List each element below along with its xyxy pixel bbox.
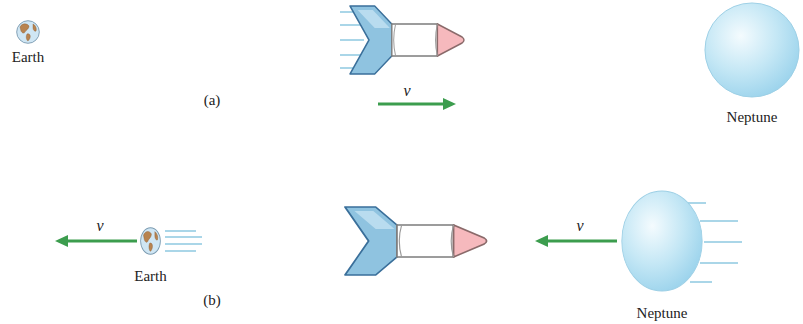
planet-name: Neptune [727, 110, 778, 125]
globe [141, 228, 161, 254]
motion-lines [165, 231, 202, 251]
node-outline [16, 20, 40, 44]
velocity-label: v [96, 218, 103, 234]
velocity-arrow [55, 235, 137, 247]
planet-node: Neptune [621, 190, 703, 292]
earth-globe: Earth [16, 20, 40, 44]
earth-globe: Earth [140, 227, 161, 255]
continent [149, 243, 153, 251]
globe [17, 21, 40, 44]
planet-name: Earth [12, 50, 44, 65]
node-outline [140, 227, 161, 255]
velocity-label: v [403, 83, 410, 99]
planet [705, 3, 799, 97]
continent [26, 34, 30, 41]
node-outline [704, 2, 800, 98]
velocity-arrow [378, 98, 456, 110]
rocket [350, 6, 464, 74]
rocket [345, 207, 487, 275]
continent [144, 232, 152, 243]
planet-node: Neptune [704, 2, 800, 98]
panel-label: (b) [203, 293, 221, 308]
panel-label: (a) [204, 93, 221, 108]
continent [155, 232, 158, 240]
planet [622, 191, 702, 291]
planet-name: Neptune [637, 306, 688, 321]
velocity-label: v [576, 218, 583, 234]
planet-name: Earth [134, 269, 166, 284]
node-outline [621, 190, 703, 292]
velocity-arrow [535, 235, 617, 247]
continent [33, 24, 36, 31]
continent [20, 24, 29, 33]
